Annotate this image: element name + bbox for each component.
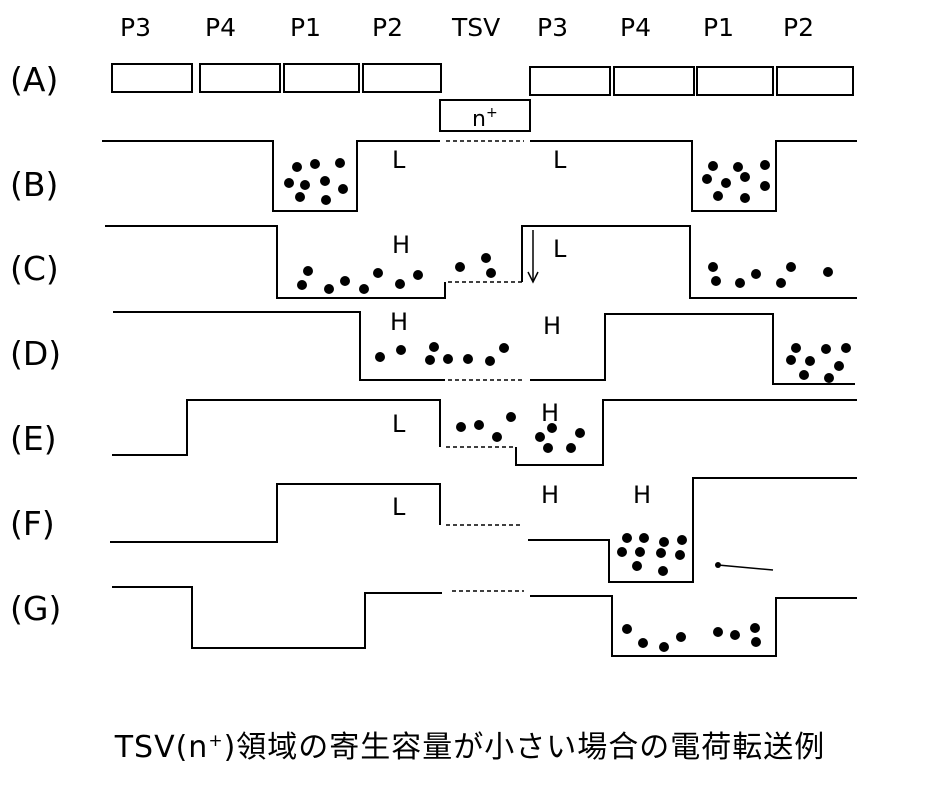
charge-packet-d-right [786, 343, 851, 383]
electrode-p3-left [111, 63, 193, 93]
charge-packet-b-right [702, 160, 770, 203]
charge-packet-d-left [375, 342, 509, 366]
row-label-b: (B) [10, 165, 58, 204]
charge-packet-c-left [297, 266, 423, 294]
potential-profile-g [112, 586, 857, 657]
gate-label-tsv: TSV [451, 13, 500, 42]
potential-profile-c [105, 225, 857, 299]
potential-profile-d [113, 311, 855, 385]
charge-packet-f-right [617, 533, 721, 576]
electrode-p2-left [362, 63, 442, 93]
level-label-c-left: H [392, 231, 410, 259]
row-label-f: (F) [10, 504, 55, 543]
level-label-f-right: H [633, 481, 651, 509]
charge-packets [284, 158, 851, 652]
level-label-c-right: L [553, 235, 567, 263]
charge-packet-c-tsv [455, 253, 496, 278]
level-label-e-left: L [392, 410, 406, 438]
level-label-e-right: H [541, 399, 559, 427]
row-label-e: (E) [10, 419, 57, 458]
charge-packet-e-tsv [456, 412, 516, 442]
row-label-g: (G) [10, 589, 61, 628]
level-label-b-left: L [392, 146, 406, 174]
level-label-b-right: L [553, 146, 567, 174]
charge-packet-c-right [708, 262, 833, 288]
gate-label-p1-left: P1 [290, 13, 321, 42]
tsv-n-plus-label: n+ [472, 105, 498, 132]
figure-caption: TSV(n+)領域の寄生容量が小さい場合の電荷転送例 [114, 730, 826, 765]
row-label-a: (A) [10, 60, 58, 99]
charge-packet-g-right [622, 623, 761, 652]
charge-packet-e-right [535, 423, 585, 453]
gate-label-p3-left: P3 [120, 13, 151, 42]
gate-label-p2-left: P2 [372, 13, 403, 42]
gate-label-p3-right: P3 [537, 13, 568, 42]
potential-profile-e [112, 399, 857, 466]
electrode-p4-right [613, 66, 695, 96]
level-label-f-left: L [392, 493, 406, 521]
row-label-d: (D) [10, 334, 61, 373]
row-label-c: (C) [10, 249, 59, 288]
electrode-p1-left [283, 63, 360, 93]
electrode-p1-right [696, 66, 774, 96]
electrode-p4-left [199, 63, 281, 93]
gate-label-p1-right: P1 [703, 13, 734, 42]
level-label-f-middle: H [541, 481, 559, 509]
gate-label-p2-right: P2 [783, 13, 814, 42]
electrode-p3-right [529, 66, 611, 96]
tsv-n-plus-region [439, 99, 531, 132]
potential-profile-f [110, 477, 857, 583]
gate-label-p4-right: P4 [620, 13, 651, 42]
electrode-row [111, 63, 854, 132]
charge-packet-b-left [284, 158, 348, 205]
gate-label-p4-left: P4 [205, 13, 236, 42]
level-label-d-right: H [543, 312, 561, 340]
level-label-d-left: H [390, 308, 408, 336]
potential-profile-b [102, 140, 857, 212]
electrode-p2-right [776, 66, 854, 96]
